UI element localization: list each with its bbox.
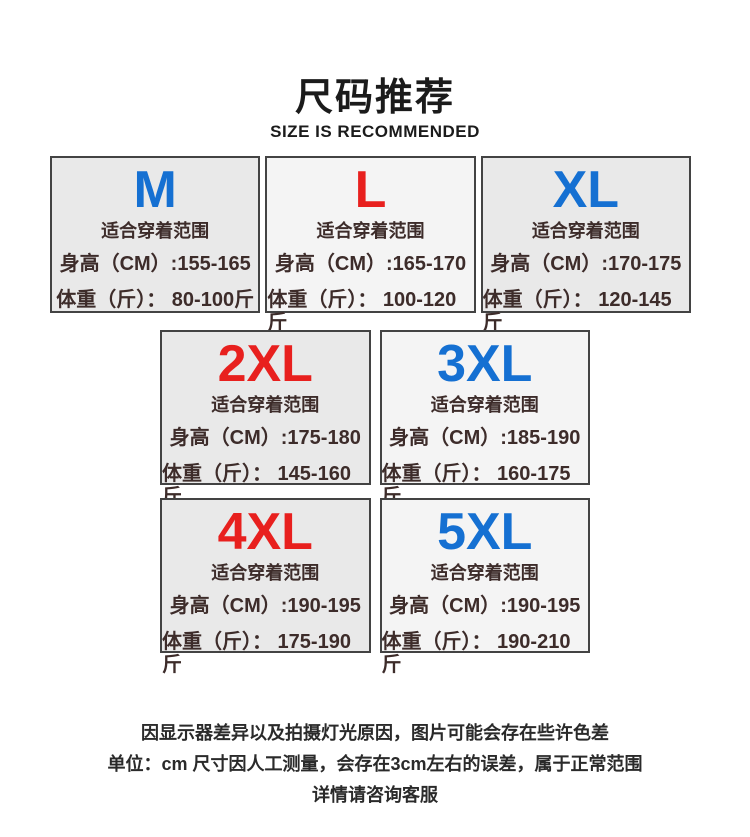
fit-range-label: 适合穿着范围 (430, 395, 539, 415)
height-range-text: 身高（CM）:190-195 (389, 595, 581, 617)
size-card-row-1: M 适合穿着范围 身高（CM）:155-165 体重（斤）： 80-100斤 L… (50, 156, 691, 334)
weight-range-text: 体重（斤）： 175-190斤 (162, 631, 351, 676)
footer-note: 因显示器差异以及拍摄灯光原因，图片可能会存在些许色差 单位：cm 尺寸因人工测量… (0, 718, 750, 811)
height-range-text: 身高（CM）:190-195 (169, 595, 361, 617)
weight-range-text: 体重（斤）： 190-210斤 (381, 631, 571, 676)
weight-range-text: 体重（斤）： 100-120斤 (267, 289, 457, 334)
fit-range-label: 适合穿着范围 (101, 221, 210, 241)
size-code-label: 5XL (437, 503, 533, 561)
size-card-4xl: 4XL 适合穿着范围 身高（CM）:190-195 体重（斤）： 175-190… (160, 498, 371, 676)
fit-range-label: 适合穿着范围 (211, 395, 320, 415)
weight-range-text: 体重（斤）： 120-145斤 (482, 289, 672, 334)
size-code-label: XL (552, 161, 620, 219)
size-card-2xl: 2XL 适合穿着范围 身高（CM）:175-180 体重（斤）： 145-160… (160, 330, 371, 508)
height-range-text: 身高（CM）:175-180 (169, 427, 361, 449)
footer-line-contact-service: 详情请咨询客服 (312, 785, 438, 805)
fit-range-label: 适合穿着范围 (430, 563, 539, 583)
size-card-row-2: 2XL 适合穿着范围 身高（CM）:175-180 体重（斤）： 145-160… (160, 330, 590, 508)
size-card-l: L 适合穿着范围 身高（CM）:165-170 体重（斤）： 100-120斤 (265, 156, 476, 334)
weight-range-text: 体重（斤）： 80-100斤 (56, 289, 255, 311)
size-code-label: 3XL (437, 335, 533, 393)
page-title: 尺码推荐 (294, 77, 455, 119)
size-code-label: M (133, 161, 177, 219)
size-code-label: L (354, 161, 387, 219)
size-card-3xl: 3XL 适合穿着范围 身高（CM）:185-190 体重（斤）： 160-175… (379, 330, 590, 508)
size-card-row-3: 4XL 适合穿着范围 身高（CM）:190-195 体重（斤）： 175-190… (160, 498, 590, 676)
size-code-label: 2XL (217, 335, 313, 393)
fit-range-label: 适合穿着范围 (531, 221, 640, 241)
size-card-xl: XL 适合穿着范围 身高（CM）:170-175 体重（斤）： 120-145斤 (480, 156, 691, 334)
height-range-text: 身高（CM）:170-175 (490, 253, 682, 275)
fit-range-label: 适合穿着范围 (316, 221, 425, 241)
height-range-text: 身高（CM）:165-170 (274, 253, 467, 275)
page-subtitle: SIZE IS RECOMMENDED (270, 122, 480, 141)
fit-range-label: 适合穿着范围 (211, 563, 320, 583)
size-card-m: M 适合穿着范围 身高（CM）:155-165 体重（斤）： 80-100斤 (50, 156, 261, 313)
footer-line-measurement-tolerance: 单位：cm 尺寸因人工测量，会存在3cm左右的误差，属于正常范围 (107, 754, 643, 774)
size-card-5xl: 5XL 适合穿着范围 身高（CM）:190-195 体重（斤）： 190-210… (379, 498, 590, 676)
height-range-text: 身高（CM）:185-190 (389, 427, 581, 449)
size-code-label: 4XL (217, 503, 313, 561)
footer-line-color-difference: 因显示器差异以及拍摄灯光原因，图片可能会存在些许色差 (141, 723, 609, 743)
height-range-text: 身高（CM）:155-165 (59, 253, 251, 275)
